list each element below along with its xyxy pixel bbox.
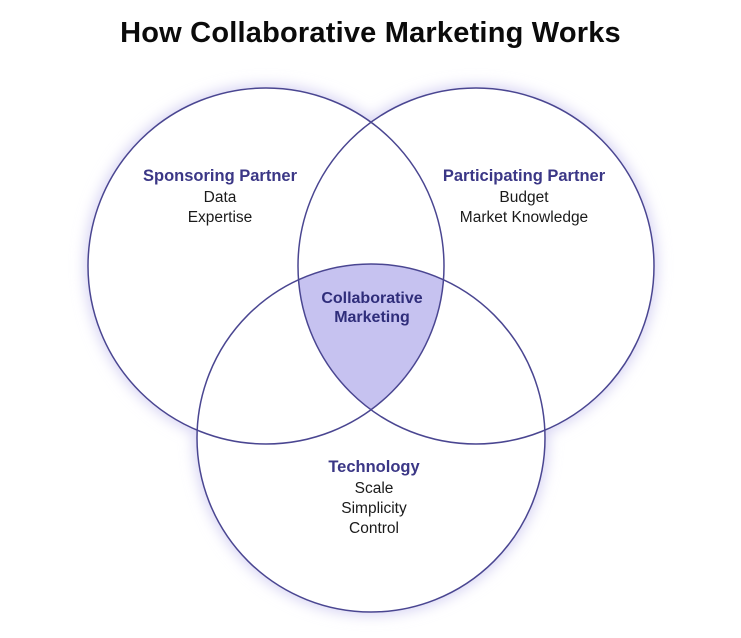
sponsoring-partner-heading: Sponsoring Partner [142, 167, 298, 185]
participating-partner-item: Budget [499, 189, 549, 206]
participating-partner-circle [297, 87, 655, 445]
sponsoring-partner-item: Data [203, 189, 237, 206]
sponsoring-partner-label-group: Sponsoring Partner Data Expertise [143, 166, 297, 228]
center-intersection-label: Collaborative Marketing [321, 290, 423, 326]
participating-partner-item: Market Knowledge [459, 209, 589, 226]
technology-item: Control [349, 520, 399, 537]
technology-item: Simplicity [341, 500, 407, 517]
technology-circle [196, 263, 546, 613]
page-title: How Collaborative Marketing Works [120, 17, 621, 49]
sponsoring-partner-item: Expertise [187, 209, 253, 226]
participating-partner-label-group: Participating Partner Budget Market Know… [443, 166, 605, 228]
sponsoring-partner-circle [87, 87, 445, 445]
technology-heading: Technology [328, 458, 420, 476]
participating-partner-heading: Participating Partner [442, 167, 606, 185]
technology-item: Scale [354, 480, 394, 497]
technology-label-group: Technology Scale Simplicity Control [328, 457, 419, 539]
